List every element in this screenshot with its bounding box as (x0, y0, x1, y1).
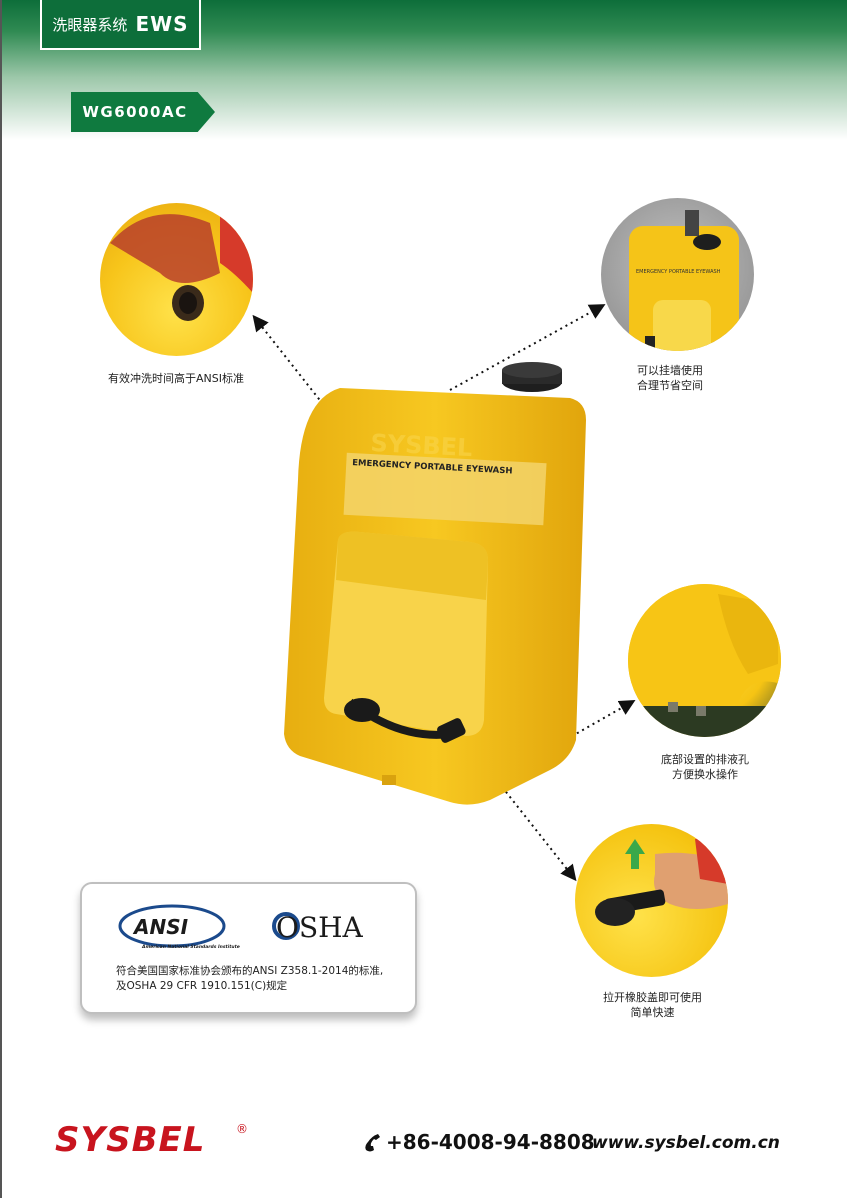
pull-cap-illustration (595, 834, 728, 926)
category-cn: 洗眼器系统 (52, 15, 128, 34)
website-url: www.sysbel.com.cn (592, 1133, 780, 1153)
model-number: WG6000AC (82, 103, 188, 121)
feature-photo-drain (628, 584, 781, 737)
page-edge-line (0, 0, 2, 1198)
osha-logo: OSHA (272, 911, 364, 944)
drain-illustration (628, 584, 781, 737)
svg-text:EMERGENCY PORTABLE EYEWASH: EMERGENCY PORTABLE EYEWASH (636, 269, 721, 275)
certification-card: ANSI American National Standards Institu… (80, 882, 417, 1014)
phone-number: +86-4008-94-8808 (386, 1130, 595, 1154)
feature-caption-wall-mount: 可以挂墙使用 合理节省空间 (637, 364, 703, 392)
certification-text: 符合美国国家标准协会颁布的ANSI Z358.1-2014的标准, 及OSHA … (116, 965, 384, 992)
feature-caption-drain: 底部设置的排液孔 方便换水操作 (661, 753, 749, 781)
feature-photo-flush (100, 203, 253, 356)
category-badge: 洗眼器系统 EWS (40, 0, 201, 50)
svg-text:OSHA: OSHA (276, 911, 364, 944)
category-en: EWS (135, 12, 189, 36)
wall-mount-illustration: EMERGENCY PORTABLE EYEWASH (629, 210, 739, 351)
model-tag: WG6000AC (71, 92, 215, 132)
model-tag-shape (71, 92, 215, 132)
arrow-to-feature-2 (449, 304, 606, 391)
face-wash-illustration (110, 203, 253, 321)
product-image-eyewash: SYSBEL EMERGENCY PORTABLE EYEWASH (250, 360, 610, 820)
registered-mark: ® (236, 1122, 248, 1136)
ansi-logo: ANSI American National Standards Institu… (118, 904, 240, 950)
phone-icon (365, 1134, 380, 1152)
feature-caption-pull-cap: 拉开橡胶盖即可使用 简单快速 (603, 991, 702, 1019)
svg-text:ANSI: ANSI (132, 915, 189, 939)
footer-brand-logo: SYSBEL (55, 1120, 206, 1160)
eyewash-station-illustration: SYSBEL EMERGENCY PORTABLE EYEWASH (284, 362, 586, 805)
svg-text:American National Standards In: American National Standards Institute (141, 944, 240, 950)
feature-caption-flush: 有效冲洗时间高于ANSI标准 (108, 372, 244, 385)
feature-photo-pull-cap (575, 824, 728, 977)
arrow-to-feature-1 (252, 314, 376, 471)
feature-photo-wall-mount: EMERGENCY PORTABLE EYEWASH (601, 198, 754, 351)
